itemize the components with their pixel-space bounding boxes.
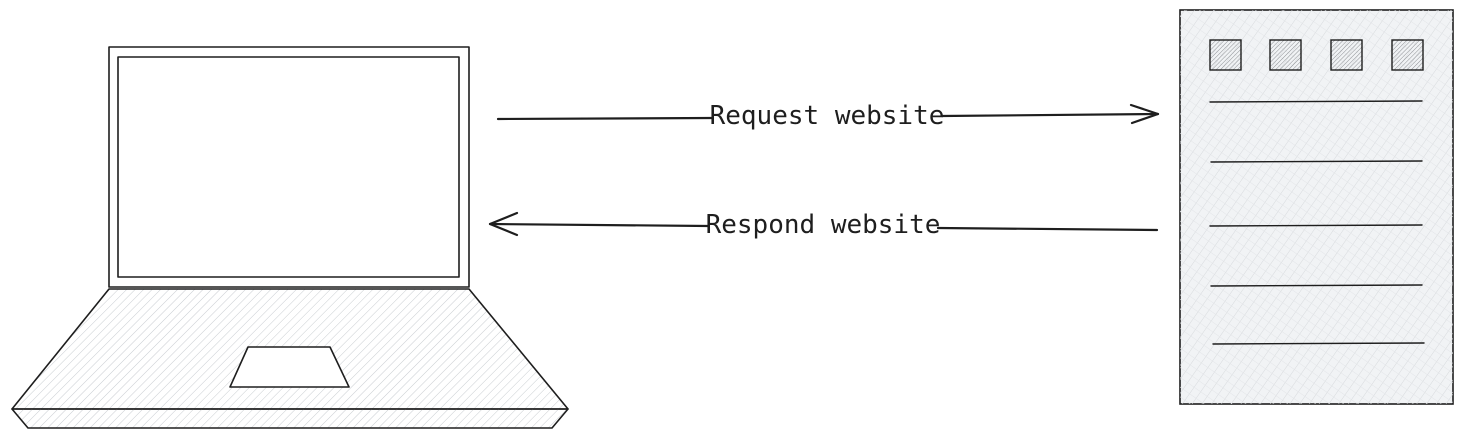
laptop-icon (11, 46, 569, 429)
server-rack-line (1209, 224, 1423, 227)
server-rack-line (1212, 342, 1425, 345)
laptop-base-edge (11, 408, 569, 429)
laptop-touchpad (229, 346, 350, 388)
request-arrowhead (1129, 103, 1160, 125)
server-rack-line (1209, 100, 1423, 103)
server-rack-line (1210, 160, 1423, 163)
server-slot (1391, 39, 1424, 71)
respond-arrow: Respond website (488, 210, 1159, 240)
request-label: Request website (710, 101, 945, 131)
server-slot (1330, 39, 1363, 71)
server-slot (1269, 39, 1302, 71)
respond-label: Respond website (706, 210, 941, 240)
request-arrow: Request website (496, 101, 1160, 131)
laptop-screen (117, 56, 460, 278)
server-icon (1179, 9, 1454, 405)
laptop-screen-frame (108, 46, 470, 288)
server-slot (1209, 39, 1242, 71)
server-rack-line (1210, 284, 1423, 287)
respond-arrowhead (488, 211, 519, 237)
